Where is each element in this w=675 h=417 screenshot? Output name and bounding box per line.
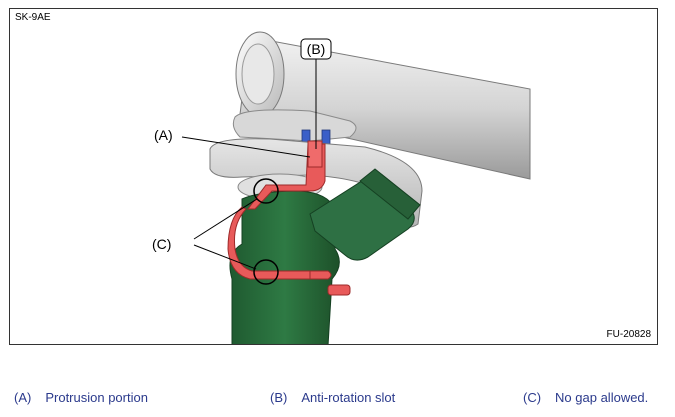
injector-clip-illustration: (B) (A) (C): [152, 31, 531, 344]
no-gap-circle-lower: [253, 259, 279, 285]
no-gap-circle-upper: [253, 178, 279, 204]
legend-key-a: (A): [14, 390, 32, 405]
fuel-injector: [229, 168, 421, 344]
legend-text-b: Anti-rotation slot: [301, 390, 396, 405]
figure-frame: SK-9AE: [9, 8, 658, 345]
callout-c-label: (C): [152, 236, 171, 252]
legend-text-a: Protrusion portion: [45, 390, 148, 405]
legend-text-c: No gap allowed.: [555, 390, 649, 405]
legend: (A) Protrusion portion (B) Anti-rotation s…: [0, 390, 675, 410]
legend-key-b: (B): [270, 390, 288, 405]
leader-line-c-upper: [193, 198, 258, 240]
figure-code: SK-9AE: [15, 12, 51, 23]
legend-item-a: (A) Protrusion portion: [14, 390, 148, 405]
leader-line-a: [181, 136, 311, 158]
callout-b-box: [300, 38, 332, 60]
callout-a-label: (A): [154, 127, 173, 143]
legend-item-c: (C) No gap allowed.: [523, 390, 648, 405]
legend-key-c: (C): [523, 390, 542, 405]
figure-number: FU-20828: [606, 329, 651, 340]
callout-b-label: (B): [307, 41, 326, 57]
retaining-clip: [227, 140, 351, 296]
leader-line-c-lower: [193, 244, 257, 270]
legend-item-b: (B) Anti-rotation slot: [270, 390, 395, 405]
